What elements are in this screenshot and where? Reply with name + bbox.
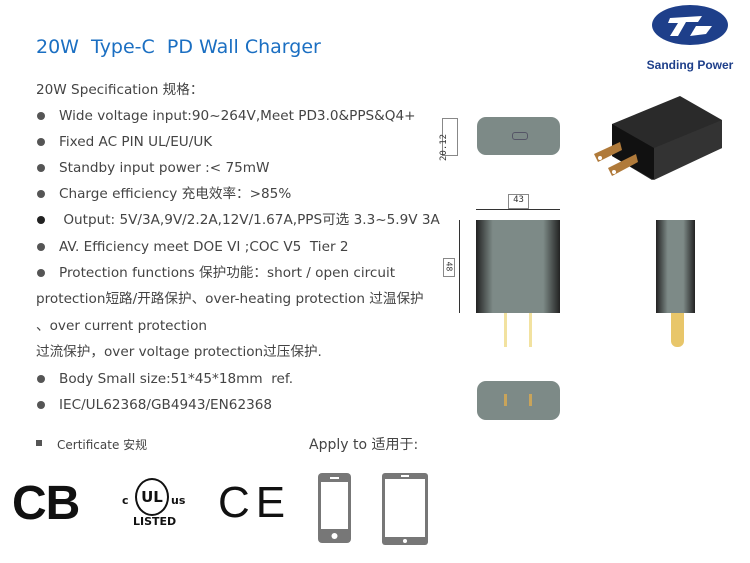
pin-icon	[529, 313, 532, 347]
spec-item: IEC/UL62368/GB4943/EN62368	[59, 397, 273, 413]
spec-item: Output: 5V/3A,9V/2.2A,12V/1.67A,PPS可选 3.…	[59, 212, 440, 228]
bullet-icon	[37, 243, 45, 251]
dimension-width: 43	[508, 194, 529, 209]
phone-icon	[318, 473, 351, 543]
bullet-icon	[37, 269, 45, 277]
ul-listed-logo: c UL us LISTED	[120, 470, 190, 530]
spec-continuation: 、over current protection	[36, 318, 208, 334]
spec-continuation: 过流保护，over voltage protection过压保护.	[36, 344, 322, 360]
spec-item: AV. Efficiency meet DOE VI ;COC V5 Tier …	[59, 239, 349, 255]
square-bullet-icon	[36, 440, 42, 446]
bullet-icon	[37, 190, 45, 198]
charger-3d-image	[594, 96, 722, 180]
ce-logo: CE	[218, 478, 292, 527]
dimension-line	[459, 220, 460, 313]
spec-continuation: protection短路/开路保护、over-heating protectio…	[36, 291, 424, 307]
dimension-height: 48	[443, 258, 455, 277]
bullet-icon	[37, 138, 45, 146]
bottom-view-drawing	[477, 381, 560, 420]
dimension-thickness: 20.12	[439, 118, 458, 161]
apply-to-label: Apply to 适用于:	[309, 437, 419, 453]
brand-logo: Sanding Power	[640, 4, 740, 72]
bullet-icon	[37, 164, 45, 172]
spec-item: Standby input power :< 75mW	[59, 160, 270, 176]
spec-heading: 20W Specification 规格：	[36, 82, 204, 98]
dimension-line	[476, 209, 560, 210]
spec-item: Protection functions 保护功能：short / open c…	[59, 265, 396, 281]
bullet-icon	[37, 375, 45, 383]
certificate-label: Certificate 安规	[57, 438, 148, 452]
spec-item: Fixed AC PIN UL/EU/UK	[59, 134, 213, 150]
brand-emblem-icon	[652, 5, 728, 45]
top-view-drawing	[477, 117, 560, 155]
side-view-drawing	[656, 220, 695, 313]
page-title: 20W Type-C PD Wall Charger	[36, 36, 321, 58]
pin-icon	[671, 313, 684, 347]
spec-item: Wide voltage input:90~264V,Meet PD3.0&PP…	[59, 108, 416, 124]
bullet-icon	[37, 216, 45, 224]
pin-icon	[504, 313, 507, 347]
spec-item: Charge efficiency 充电效率：>85%	[59, 186, 292, 202]
bullet-icon	[37, 112, 45, 120]
bullet-icon	[37, 401, 45, 409]
spec-item: Body Small size:51*45*18mm ref.	[59, 371, 294, 387]
brand-name: Sanding Power	[646, 58, 734, 72]
front-view-drawing	[476, 220, 560, 313]
cb-logo: CB	[12, 477, 80, 530]
tablet-icon	[382, 473, 428, 545]
